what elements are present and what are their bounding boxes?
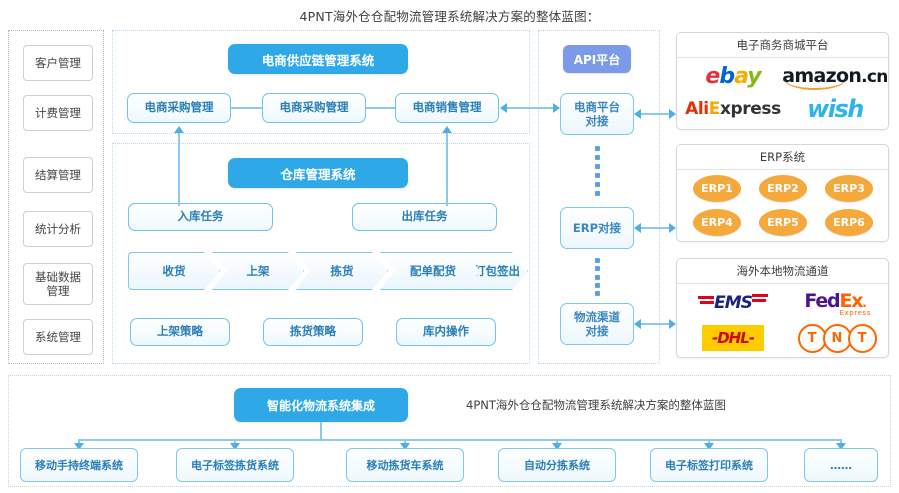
connector-api-logistics-arrow-right xyxy=(669,319,676,329)
tree-drop-2 xyxy=(234,439,236,446)
bottom-item-more[interactable]: …… xyxy=(804,448,878,482)
erp-6[interactable]: ERP6 xyxy=(825,209,873,236)
connector-api-ecom-arrow-right xyxy=(669,109,676,119)
api-connector-ecommerce[interactable]: 电商平台 对接 xyxy=(560,93,634,135)
tree-trunk xyxy=(320,422,322,440)
sidebar-item-system[interactable]: 系统管理 xyxy=(23,319,93,355)
connector-module-2-3 xyxy=(366,107,395,109)
tree-drop-6 xyxy=(840,439,842,446)
connector-api-ecom-line xyxy=(640,113,674,115)
api-connector-logistics[interactable]: 物流渠道 对接 xyxy=(560,303,634,345)
tree-drop-5 xyxy=(708,439,710,446)
erp-2[interactable]: ERP2 xyxy=(759,175,807,202)
connector-inbound-up-arrow xyxy=(174,126,184,133)
sidebar-item-label: 客户管理 xyxy=(35,55,81,70)
dhl-logo: -DHL- xyxy=(683,321,783,355)
bottom-header: 智能化物流系统集成 xyxy=(234,388,408,422)
connector-module-1-2 xyxy=(231,107,262,109)
strategy-putaway[interactable]: 上架策略 xyxy=(130,318,230,346)
bottom-item-auto-sorting[interactable]: 自动分拣系统 xyxy=(498,448,616,482)
tree-arrow-6 xyxy=(836,443,846,450)
panel-logistics-title: 海外本地物流通道 xyxy=(677,259,888,284)
dots-erp-to-logistics xyxy=(592,258,602,296)
tree-drop-3 xyxy=(404,439,406,446)
connector-api-erp-arrow-right xyxy=(669,223,676,233)
warehouse-header: 仓库管理系统 xyxy=(228,158,408,188)
bottom-item-handheld[interactable]: 移动手持终端系统 xyxy=(20,448,138,482)
connector-api-ecom-arrow-left xyxy=(634,109,641,119)
sidebar-item-customer[interactable]: 客户管理 xyxy=(23,45,93,81)
aliexpress-logo: AliExpress xyxy=(685,99,781,119)
connector-sales-to-api-line xyxy=(505,107,553,109)
bottom-item-etag-picking[interactable]: 电子标签拣货系统 xyxy=(176,448,294,482)
connector-sales-to-api-arrow xyxy=(500,103,507,113)
page-title: 4PNT海外仓仓配物流管理系统解决方案的整体蓝图： xyxy=(299,8,600,24)
tree-arrow-3 xyxy=(400,443,410,450)
dots-ecom-to-erp xyxy=(592,146,602,196)
panel-ecommerce-platforms: 电子商务商城平台 ebay amazon.cn AliExpress wish xyxy=(676,32,889,130)
connector-outbound-up-arrow xyxy=(442,126,452,133)
connector-api-logistics-line xyxy=(640,323,674,325)
tree-arrow-5 xyxy=(704,443,714,450)
task-outbound[interactable]: 出库任务 xyxy=(352,203,497,231)
erp-5[interactable]: ERP5 xyxy=(759,209,807,236)
connector-api-to-sales-arrow xyxy=(553,103,560,113)
tree-arrow-1 xyxy=(74,443,84,450)
bottom-item-etag-printing[interactable]: 电子标签打印系统 xyxy=(650,448,768,482)
tree-branch xyxy=(78,439,840,441)
connector-outbound-up-line xyxy=(446,132,448,206)
task-inbound[interactable]: 入库任务 xyxy=(128,203,273,231)
module-ecom-sales[interactable]: 电商销售管理 xyxy=(395,93,499,123)
tree-arrow-2 xyxy=(230,443,240,450)
bottom-item-picking-cart[interactable]: 移动拣货车系统 xyxy=(346,448,464,482)
ebay-logo: ebay xyxy=(705,63,761,89)
sidebar-item-statistics[interactable]: 统计分析 xyxy=(23,211,93,247)
sidebar-item-label: 基础数据 管理 xyxy=(35,269,81,298)
sidebar-item-label: 计费管理 xyxy=(35,105,81,120)
tree-arrow-4 xyxy=(552,443,562,450)
connector-inbound-up-line xyxy=(178,132,180,206)
wish-logo: wish xyxy=(807,95,864,123)
panel-ecommerce-title: 电子商务商城平台 xyxy=(677,33,888,58)
connector-api-erp-arrow-left xyxy=(634,223,641,233)
sidebar-item-label: 系统管理 xyxy=(35,329,81,344)
sidebar-item-label: 结算管理 xyxy=(35,167,81,182)
flow-step-receive[interactable]: 收货 xyxy=(128,252,220,290)
amazon-logo: amazon.cn xyxy=(782,59,888,93)
connector-api-logistics-arrow-left xyxy=(634,319,641,329)
sidebar-item-label: 统计分析 xyxy=(35,221,81,236)
sidebar-item-basic-data[interactable]: 基础数据 管理 xyxy=(23,263,93,305)
panel-erp-title: ERP系统 xyxy=(677,145,888,170)
flow-step-allocate[interactable]: 配单配货 xyxy=(380,252,486,290)
flow-step-pick[interactable]: 拣货 xyxy=(296,252,388,290)
bottom-caption: 4PNT海外仓仓配物流管理系统解决方案的整体蓝图 xyxy=(466,398,726,412)
strategy-picking[interactable]: 拣货策略 xyxy=(263,318,363,346)
tree-drop-1 xyxy=(78,439,80,446)
erp-1[interactable]: ERP1 xyxy=(693,175,741,202)
tree-drop-4 xyxy=(556,439,558,446)
sidebar-item-billing[interactable]: 计费管理 xyxy=(23,95,93,131)
supply-chain-header: 电商供应链管理系统 xyxy=(228,44,408,74)
strategy-inwarehouse[interactable]: 库内操作 xyxy=(396,318,496,346)
module-ecom-purchase-1[interactable]: 电商采购管理 xyxy=(127,93,231,123)
erp-3[interactable]: ERP3 xyxy=(825,175,873,202)
connector-api-erp-line xyxy=(640,227,674,229)
module-ecom-purchase-2[interactable]: 电商采购管理 xyxy=(262,93,366,123)
panel-erp-body: ERP1 ERP2 ERP3 ERP4 ERP5 ERP6 xyxy=(677,169,888,241)
panel-ecommerce-body: ebay amazon.cn AliExpress wish xyxy=(677,57,888,129)
panel-erp-systems: ERP系统 ERP1 ERP2 ERP3 ERP4 ERP5 ERP6 xyxy=(676,144,889,242)
api-platform-header: API平台 xyxy=(563,45,631,73)
sidebar-item-settlement[interactable]: 结算管理 xyxy=(23,157,93,193)
erp-4[interactable]: ERP4 xyxy=(693,209,741,236)
fedex-logo: FedEx. Express xyxy=(804,289,871,317)
ems-logo: EMS xyxy=(683,285,783,321)
flow-step-putaway[interactable]: 上架 xyxy=(212,252,304,290)
api-connector-erp[interactable]: ERP对接 xyxy=(560,207,634,249)
sidebar-panel: 客户管理 计费管理 结算管理 统计分析 基础数据 管理 系统管理 xyxy=(8,30,104,364)
